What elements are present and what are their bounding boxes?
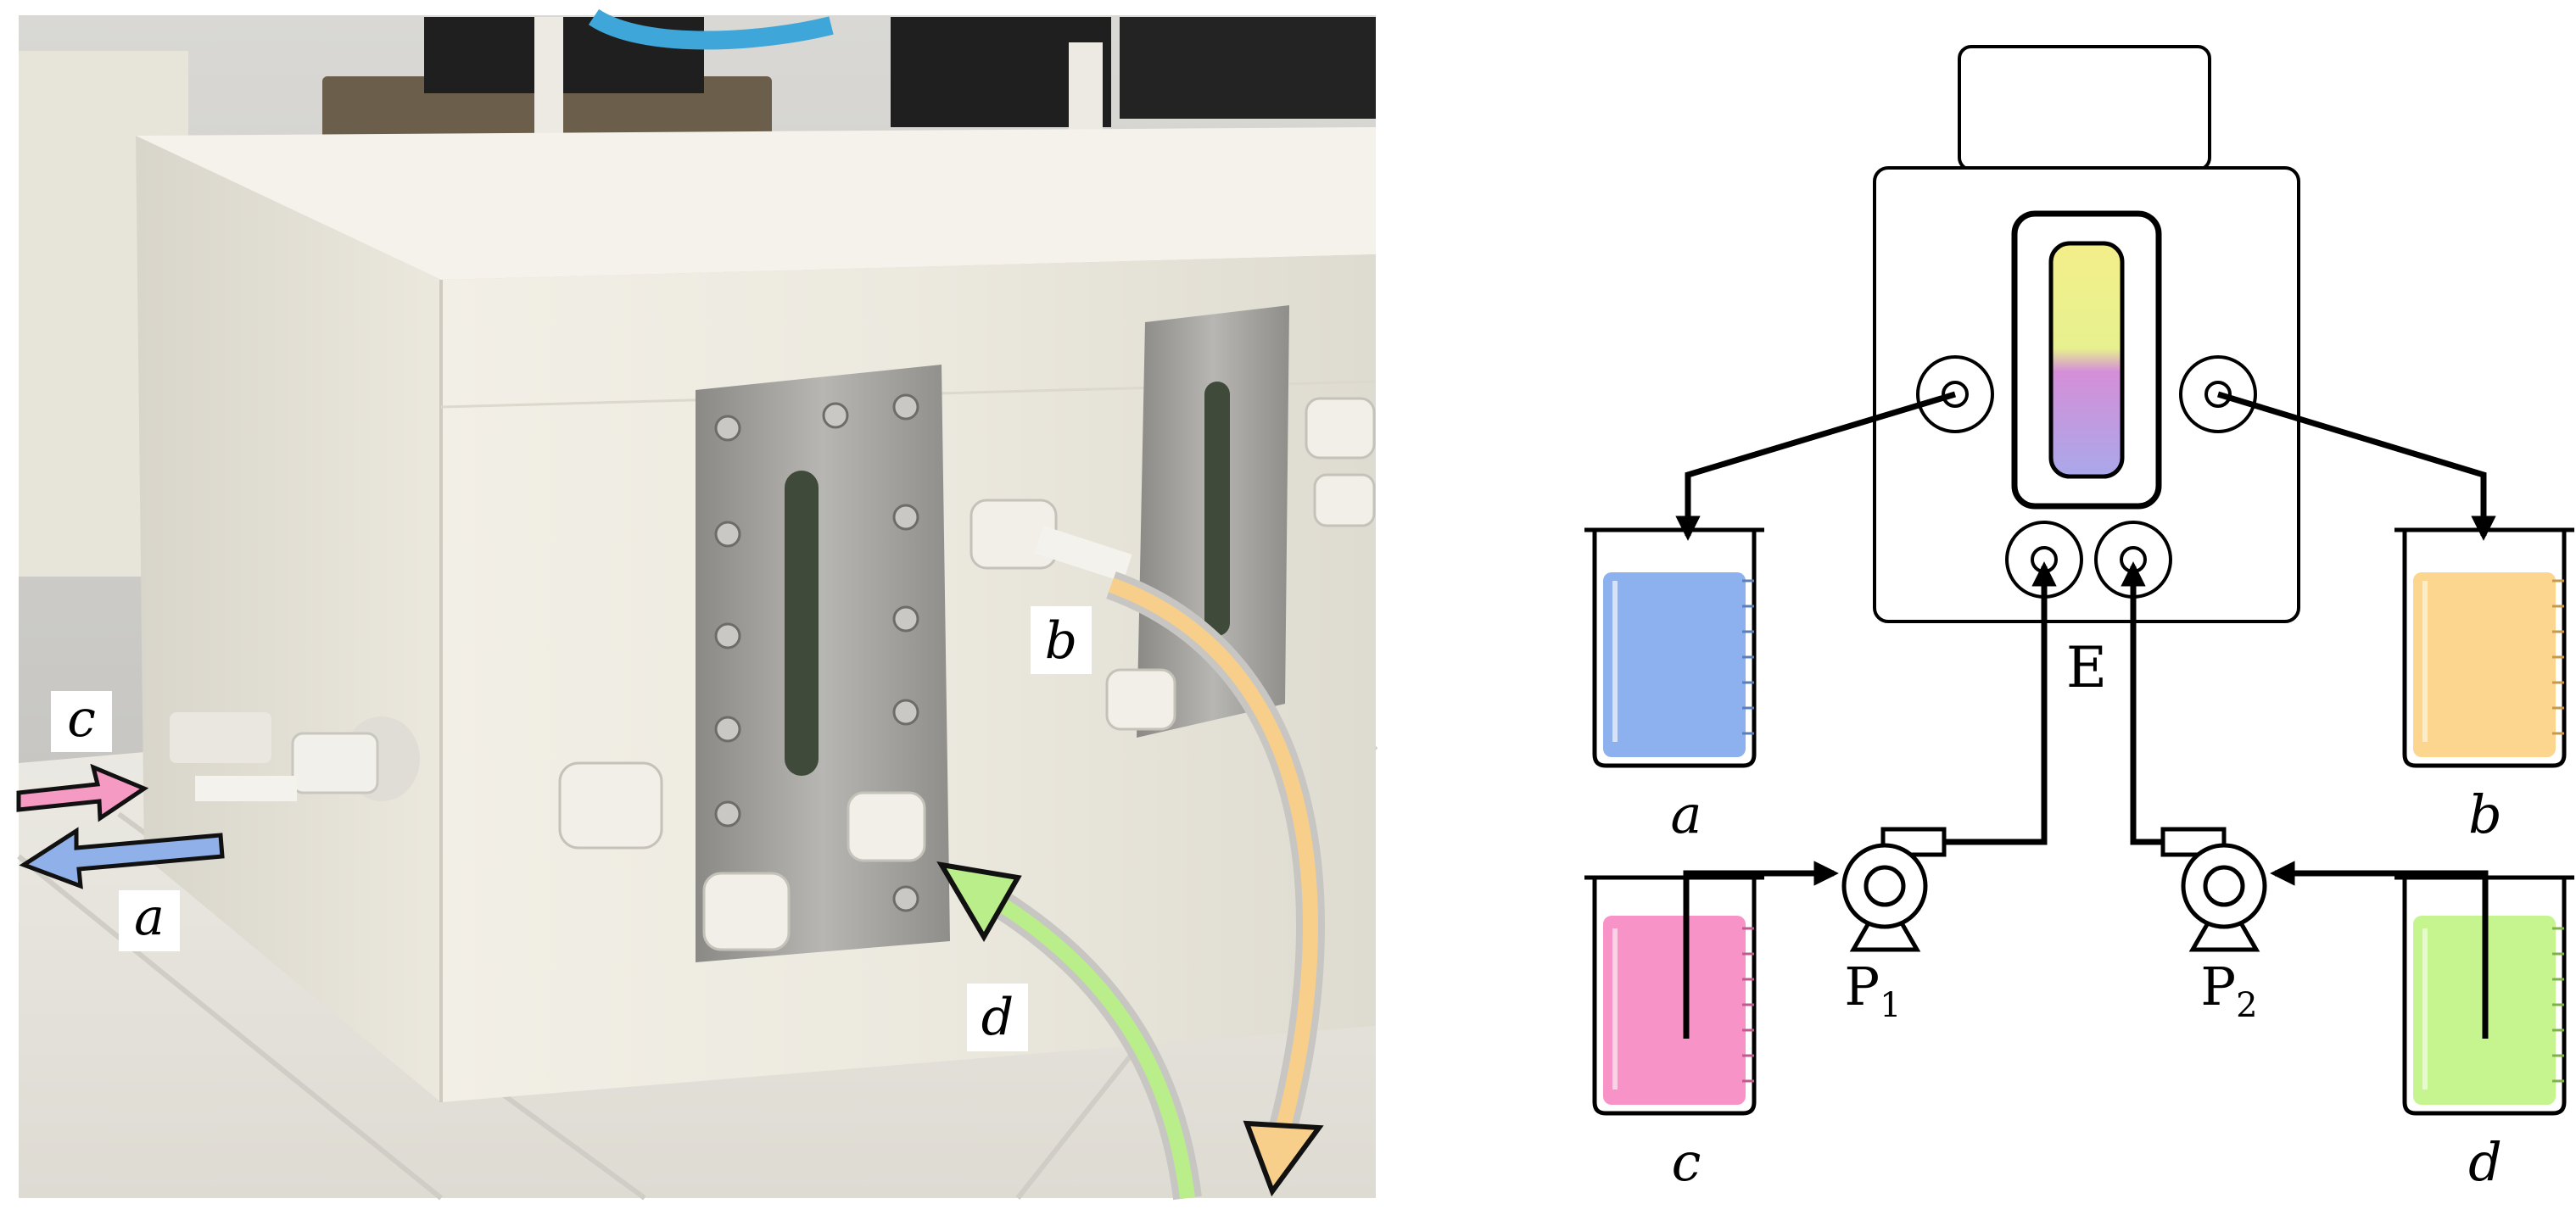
photo-label-c-text: c — [67, 689, 96, 749]
beaker-c-liquid — [1603, 916, 1746, 1105]
beaker-c-label: c — [1672, 1131, 1702, 1193]
beaker-a-liquid — [1603, 572, 1746, 757]
beaker-b-liquid — [2413, 572, 2556, 757]
pipe-d-to-p2 — [2270, 861, 2489, 1039]
photo-label-d: d — [967, 984, 1028, 1051]
schematic-diagram: E a b c d P1 P2 — [1584, 45, 2574, 1193]
photo-label-b: b — [1031, 606, 1092, 674]
beaker-a-label: a — [1671, 783, 1702, 845]
photo-label-a: a — [119, 888, 180, 951]
pipe-c-to-p1 — [1683, 861, 1839, 1039]
box-top — [136, 127, 1376, 280]
photo-panel: c a b d — [16, 8, 1378, 1201]
fitting-side — [170, 712, 420, 801]
photo-label-c: c — [51, 689, 112, 752]
beaker-b-label: b — [2468, 783, 2502, 845]
motor-housing — [424, 17, 704, 93]
electrolyzer-top-cap — [1958, 45, 2211, 171]
cell-membrane-chamber — [2048, 241, 2125, 479]
electrolyzer-label: E — [2066, 635, 2107, 700]
arrow-d-flow — [936, 861, 1202, 1201]
pipe-to-beaker-b — [2216, 391, 2496, 541]
pipe-p1-to-electrolyzer — [1944, 561, 2057, 845]
pump-p2-label: P2 — [2200, 956, 2257, 1025]
beaker-b — [2394, 527, 2574, 768]
box-side — [136, 136, 441, 1102]
arrow-b-flow — [1106, 571, 1325, 1197]
pump-p2-icon — [2160, 827, 2267, 952]
fitting-front-left — [558, 761, 663, 850]
fitting-bottom — [702, 872, 791, 951]
pipe-p2-to-electrolyzer — [2121, 561, 2163, 845]
fittings-right — [1105, 397, 1376, 731]
fitting-b-outlet — [969, 499, 1132, 582]
pump-p1-label: P1 — [1844, 956, 1901, 1025]
pump-p1-icon — [1841, 827, 1947, 952]
arrow-c-flow — [16, 763, 149, 822]
arrow-a-flow — [19, 827, 225, 889]
pipe-to-beaker-a — [1675, 391, 1957, 541]
viewing-window-1 — [785, 471, 819, 776]
photo-label-b-text: b — [1045, 611, 1077, 671]
beaker-c — [1584, 875, 1764, 1116]
piping — [1675, 391, 2496, 1039]
photo-label-a-text: a — [134, 888, 165, 947]
fitting-d-inlet — [847, 791, 926, 862]
photo-label-d-text: d — [981, 988, 1014, 1047]
beaker-a — [1584, 527, 1764, 768]
beaker-d-label: d — [2468, 1131, 2502, 1193]
